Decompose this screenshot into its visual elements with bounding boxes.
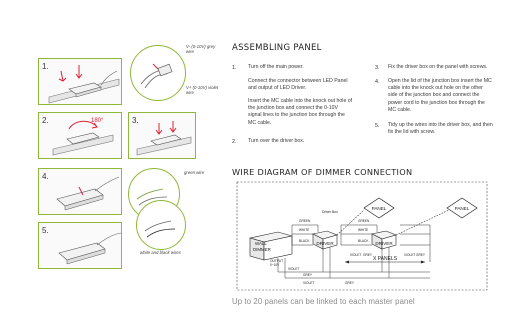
wire-detail-drawing <box>140 63 173 89</box>
step-1-text: Turn off the main power. <box>248 64 368 71</box>
grey-label-4: GREY <box>345 281 355 285</box>
text-line: power cord to the junction box through t… <box>388 99 485 106</box>
grey-label-2: GREY <box>363 253 373 257</box>
step-1-box: 1. <box>38 58 122 105</box>
text-line: MC cable. <box>248 119 272 126</box>
driver-2: DRIVER <box>371 230 397 250</box>
step-2-text: Turn over the driver box. <box>248 138 368 145</box>
panel-1: PANEL <box>363 197 395 219</box>
text-line: Open the lid of the junction box insert … <box>388 78 492 84</box>
text-line: side of the junction box and connect the <box>388 92 480 99</box>
insert-mc-cable-text: Insert the MC cable into the knock out h… <box>248 98 372 127</box>
diagram-dashed-frame <box>236 181 488 291</box>
text-line: Tidy up the wires into the driver box, a… <box>388 122 493 128</box>
violet-label-3: VIOLET <box>404 253 415 257</box>
green-label-2: GREEN <box>358 219 370 223</box>
black-label-2: BLACK <box>358 239 369 243</box>
step-5-drawing <box>58 232 122 265</box>
step-3-text: Fix the driver box on the panel with scr… <box>388 64 516 71</box>
signal-lines <box>277 247 430 279</box>
rotation-angle-label: 180° <box>91 118 104 124</box>
driver-2-label: DRIVER <box>375 241 393 246</box>
panel-1-label: PANEL <box>372 206 387 211</box>
connect-connector-text: Connect the connector between LED Panel … <box>248 78 368 92</box>
white-black-wires-note: white and black wires <box>140 250 181 255</box>
step-4-box: 4. <box>38 168 122 215</box>
step-4-drawing <box>56 176 120 211</box>
step-2-num: 2. <box>232 139 237 145</box>
step-5-number: 5. <box>42 226 49 235</box>
text-line: and output of LED Driver. <box>248 85 307 92</box>
step-4-number: 4. <box>42 172 49 181</box>
white-label-1: WHITE <box>299 228 309 232</box>
driver-box-label: Driver Box <box>322 210 338 214</box>
text-line: signal lines to the junction box through… <box>248 112 345 119</box>
step-3-box: 3. <box>128 112 196 159</box>
violet-label-1: VIOLET <box>288 267 299 271</box>
green-wire-note: green wire <box>184 170 205 175</box>
grey-label-1: GREY <box>303 273 313 277</box>
assembling-panel-title: ASSEMBLING PANEL <box>232 43 322 53</box>
step-2-drawing <box>52 120 114 156</box>
grey-label-3: GREY <box>416 253 426 257</box>
violet-wire-note: V+ (0-10V) violet wire <box>186 85 219 95</box>
grey-wire-note: V- (0-10V) grey wire <box>186 44 216 54</box>
step-1-num: 1. <box>232 65 237 71</box>
driver-1: DRIVER <box>312 230 338 250</box>
text-line: Turn over the driver box. <box>248 138 305 144</box>
violet-label-4: VIOLET <box>303 281 314 285</box>
text-line: the junction box and connect the 0-10V <box>248 105 338 112</box>
driver-1-label: DRIVER <box>316 241 334 246</box>
panel-limit-caption: Up to 20 panels can be linked to each ma… <box>232 297 415 306</box>
step-1-detail-circle <box>130 45 186 101</box>
x-panels-label: X PANELS <box>373 256 398 262</box>
step-4-num: 4. <box>375 79 380 85</box>
x-panels-arrow: X PANELS <box>345 256 425 264</box>
text-line: Fix the driver box on the panel with scr… <box>388 64 488 70</box>
driver-panel-links <box>336 209 450 236</box>
text-line: MC cable. <box>388 106 412 113</box>
step-5-num: 5. <box>375 123 380 129</box>
text-line: Insert the MC cable into the knock out h… <box>248 98 353 104</box>
wall-label: WALL <box>255 241 267 246</box>
violet-label-2: VIOLET <box>350 253 361 257</box>
step-3-drawing <box>136 121 192 156</box>
step-3-number: 3. <box>132 116 139 125</box>
wall-dimmer: WALL DIMMER <box>249 231 293 261</box>
power-wires <box>291 224 431 262</box>
text-line: fix the lid with screw. <box>388 129 436 136</box>
white-label-2: WHITE <box>358 228 368 232</box>
step-5-box: 5. <box>38 222 122 269</box>
output-label: OUTPUT <box>270 259 283 263</box>
step-5-text: Tidy up the wires into the driver box, a… <box>388 122 518 136</box>
step-5-detail-circle <box>136 200 186 250</box>
wire-diagram-title: WIRE DIAGRAM OF DIMMER CONNECTION <box>232 167 413 177</box>
step-4-text: Open the lid of the junction box insert … <box>388 78 518 114</box>
step-3-num: 3. <box>375 65 380 71</box>
black-label-1: BLACK <box>299 239 310 243</box>
text-line: Connect the connector between LED Panel <box>248 78 348 84</box>
dimmer-label: DIMMER <box>253 247 271 252</box>
panel-2: PANEL <box>446 197 478 219</box>
output-voltage-label: 0~10V <box>270 263 280 267</box>
green-label-1: GREEN <box>299 219 311 223</box>
panel-2-label: PANEL <box>455 206 470 211</box>
text-line: Turn off the main power. <box>248 64 304 70</box>
step-2-number: 2. <box>42 116 49 125</box>
step-1-drawing <box>48 65 120 104</box>
step-1-number: 1. <box>42 62 49 71</box>
text-line: cable into the knock out hole on the oth… <box>388 85 483 92</box>
step-2-box: 2. 180° <box>38 112 122 159</box>
